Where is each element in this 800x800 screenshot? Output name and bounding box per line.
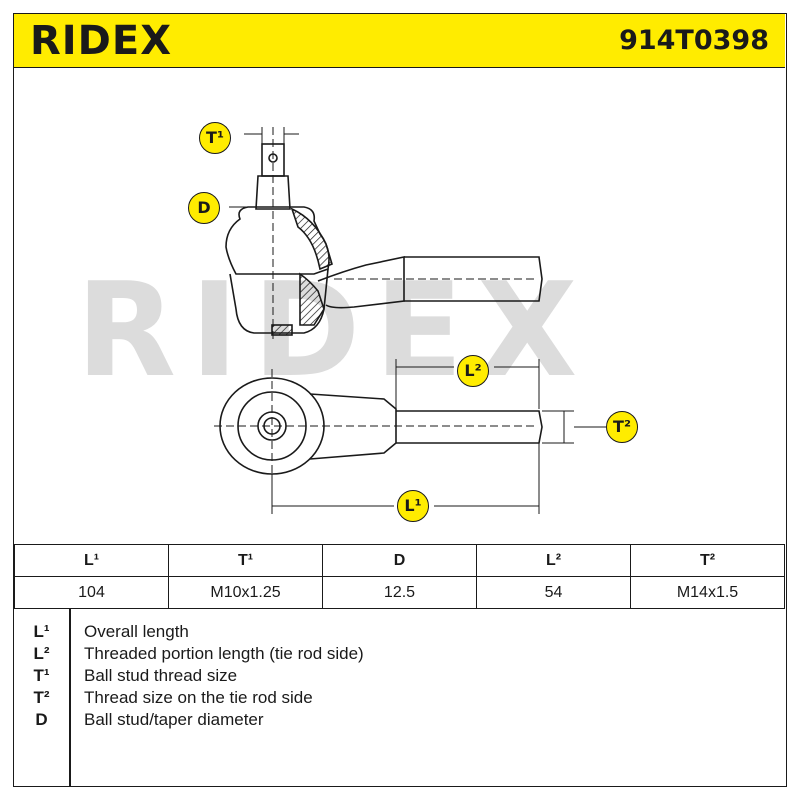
label-t1: T¹: [199, 122, 231, 154]
legend-text: Ball stud thread size: [84, 666, 238, 685]
part-number: 914T0398: [619, 25, 769, 56]
boot-section: [290, 207, 333, 271]
stud-thread: [261, 143, 285, 177]
legend-key: L²: [33, 644, 50, 663]
legend-key: D: [35, 710, 48, 729]
legend-key: T¹: [33, 666, 50, 685]
value-t2: M14x1.5: [630, 576, 785, 609]
arm-thread: [404, 256, 543, 302]
specs-table: L¹ T¹ D L² T² 104 M10x1.25 12.5 54 M14x1…: [14, 544, 785, 609]
legend-divider: [69, 609, 71, 787]
legend-text: Overall length: [84, 622, 189, 641]
value-t1: M10x1.25: [168, 576, 323, 609]
legend-key: T²: [33, 688, 50, 707]
legend-text: Threaded portion length (tie rod side): [84, 644, 364, 663]
arm-body: [317, 256, 405, 309]
label-t2: T²: [606, 411, 638, 443]
housing-inner: [237, 391, 307, 461]
housing-plug: [271, 324, 293, 336]
label-d: D: [188, 192, 220, 224]
legend-text: Ball stud/taper diameter: [84, 710, 264, 729]
datasheet: RIDEX 914T0398 RIDEX: [13, 13, 787, 787]
value-l2: 54: [476, 576, 631, 609]
arm-thread-top: [396, 410, 543, 444]
header-l1: L¹: [14, 544, 169, 577]
header-t2: T²: [630, 544, 785, 577]
label-l2: L²: [457, 355, 489, 387]
value-l1: 104: [14, 576, 169, 609]
header-t1: T¹: [168, 544, 323, 577]
legend: L¹ Overall length L² Threaded portion le…: [14, 608, 785, 787]
specs-value-row: 104 M10x1.25 12.5 54 M14x1.5: [14, 576, 785, 609]
legend-key: L¹: [33, 622, 50, 641]
brand-logo: RIDEX: [30, 18, 173, 64]
header-l2: L²: [476, 544, 631, 577]
housing-section: [299, 272, 325, 326]
specs-header-row: L¹ T¹ D L² T²: [14, 544, 785, 577]
top-view: [214, 359, 606, 514]
tie-rod-end-drawing: [214, 127, 606, 514]
side-view: [225, 127, 543, 339]
technical-drawing: RIDEX: [14, 69, 785, 543]
label-l1: L¹: [397, 490, 429, 522]
header-bar: RIDEX 914T0398: [14, 14, 785, 68]
legend-text: Thread size on the tie rod side: [84, 688, 313, 707]
header-d: D: [322, 544, 477, 577]
value-d: 12.5: [322, 576, 477, 609]
stud-taper: [255, 175, 291, 210]
